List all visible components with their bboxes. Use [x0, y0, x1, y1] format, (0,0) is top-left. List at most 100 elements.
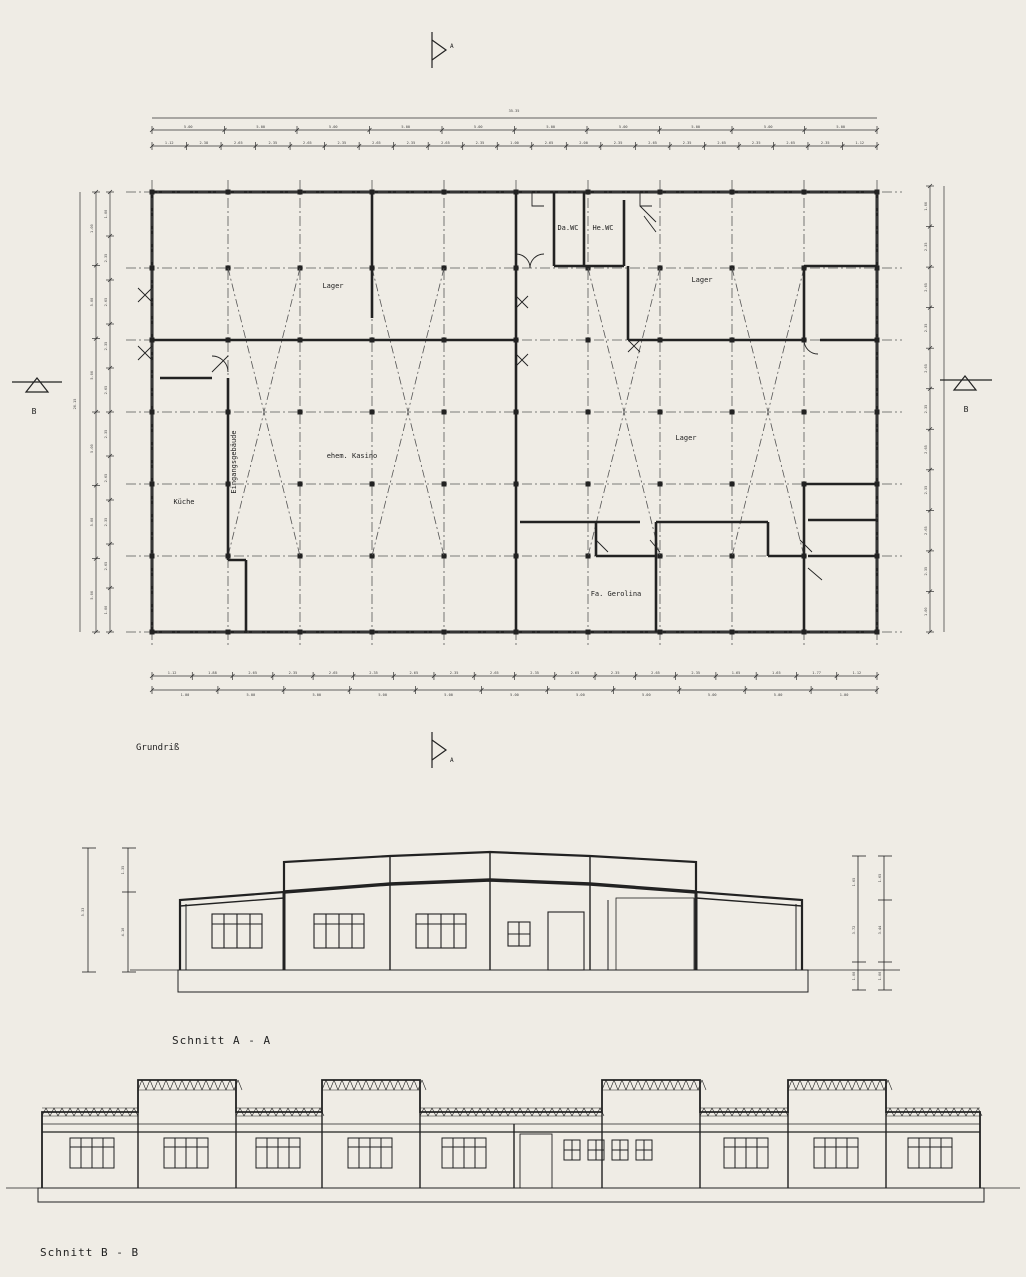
truss-web	[515, 1107, 521, 1117]
dim-label: 2.65	[303, 141, 312, 145]
truss-web	[267, 1107, 273, 1117]
dim-label: 2.35	[338, 141, 347, 145]
column	[729, 553, 735, 559]
truss-web	[973, 1107, 979, 1117]
truss-web	[377, 1079, 383, 1091]
truss-web	[847, 1079, 853, 1091]
truss-web	[349, 1079, 355, 1091]
dim-label: 5.00	[691, 125, 700, 129]
truss-web	[617, 1079, 623, 1091]
truss-web	[41, 1107, 47, 1117]
truss-web	[887, 1079, 893, 1091]
column	[225, 189, 231, 195]
dim-label: 1.00	[181, 693, 190, 697]
column	[149, 629, 155, 635]
truss-web	[795, 1079, 801, 1091]
truss-web	[439, 1107, 445, 1117]
truss-web	[153, 1079, 159, 1091]
truss-web	[791, 1079, 797, 1091]
dim-label: 1.65	[772, 671, 781, 675]
truss-web	[467, 1107, 473, 1117]
truss-web	[423, 1107, 429, 1117]
truss-web	[897, 1107, 903, 1117]
svg-text:A: A	[450, 43, 454, 50]
column	[729, 189, 735, 195]
truss-web	[417, 1079, 423, 1091]
dim-label: 2.65	[717, 141, 726, 145]
truss-web	[771, 1107, 777, 1117]
truss-web	[315, 1107, 321, 1117]
truss-web	[455, 1107, 461, 1117]
dim-label: 2.65	[648, 141, 657, 145]
truss-web	[435, 1107, 441, 1117]
truss-web	[579, 1107, 585, 1117]
section-marker-b-right: B	[940, 375, 992, 414]
truss-web	[295, 1107, 301, 1117]
column	[297, 553, 303, 559]
truss-web	[389, 1079, 395, 1091]
truss-web	[831, 1079, 837, 1091]
dimension-chains: 5.00 5.00 5.00 5.00 5.00 5.00 5.00 5.00 5.00 5.00…	[79, 117, 945, 697]
truss-web	[747, 1107, 753, 1117]
truss-web	[601, 1079, 607, 1091]
dim-label: 2.35	[104, 254, 108, 263]
truss-web	[637, 1079, 643, 1091]
truss-web	[333, 1079, 339, 1091]
truss-web	[961, 1107, 967, 1117]
truss-web	[823, 1079, 829, 1091]
truss-web	[653, 1079, 659, 1091]
dim-label: 2.35	[476, 141, 485, 145]
truss-web	[649, 1079, 655, 1091]
truss-web	[345, 1079, 351, 1091]
truss-web	[451, 1107, 457, 1117]
column	[149, 265, 155, 271]
aa-dim-r2: 1.65	[878, 874, 882, 883]
dim-label: 5.00	[90, 591, 94, 600]
truss-web	[185, 1079, 191, 1091]
dim-label: 5.00	[90, 518, 94, 527]
truss-web	[945, 1107, 951, 1117]
dim-label: 5.00	[444, 693, 453, 697]
truss-web	[871, 1079, 877, 1091]
foundation-bb	[37, 1187, 985, 1203]
truss-web	[949, 1107, 955, 1117]
truss-web	[689, 1079, 695, 1091]
dim-label: 2.38	[199, 141, 208, 145]
room-label-kasino: ehem. Kasino	[327, 452, 378, 460]
dim-label: 2.35	[611, 671, 620, 675]
column	[874, 409, 880, 415]
svg-text:B: B	[32, 407, 37, 416]
truss-web	[475, 1107, 481, 1117]
dim-label: 5.00	[474, 125, 483, 129]
column	[149, 189, 155, 195]
truss-web	[299, 1107, 305, 1117]
truss-web	[937, 1107, 943, 1117]
truss-web	[743, 1107, 749, 1117]
truss-web	[751, 1107, 757, 1117]
truss-web	[197, 1079, 203, 1091]
truss-web	[361, 1079, 367, 1091]
dim-label: 2.35	[450, 671, 459, 675]
truss-web	[715, 1107, 721, 1117]
column	[297, 629, 303, 635]
dim-label: 5.00	[708, 693, 717, 697]
cross-bracing	[227, 267, 805, 557]
truss-web	[657, 1079, 663, 1091]
truss-web	[121, 1107, 127, 1117]
column	[729, 481, 735, 487]
truss-web	[255, 1107, 261, 1117]
dim-label: 5.00	[510, 693, 519, 697]
truss-web	[141, 1079, 147, 1091]
column	[585, 409, 591, 415]
truss-web	[551, 1107, 557, 1117]
column	[657, 481, 663, 487]
doors	[137, 192, 823, 581]
truss-web	[491, 1107, 497, 1117]
truss-web	[673, 1079, 679, 1091]
aa-dim-r5: 1.00	[852, 972, 856, 981]
dim-label: 5.00	[90, 444, 94, 453]
dim-label: 5.00	[90, 371, 94, 380]
dim-label: 5.00	[836, 125, 845, 129]
